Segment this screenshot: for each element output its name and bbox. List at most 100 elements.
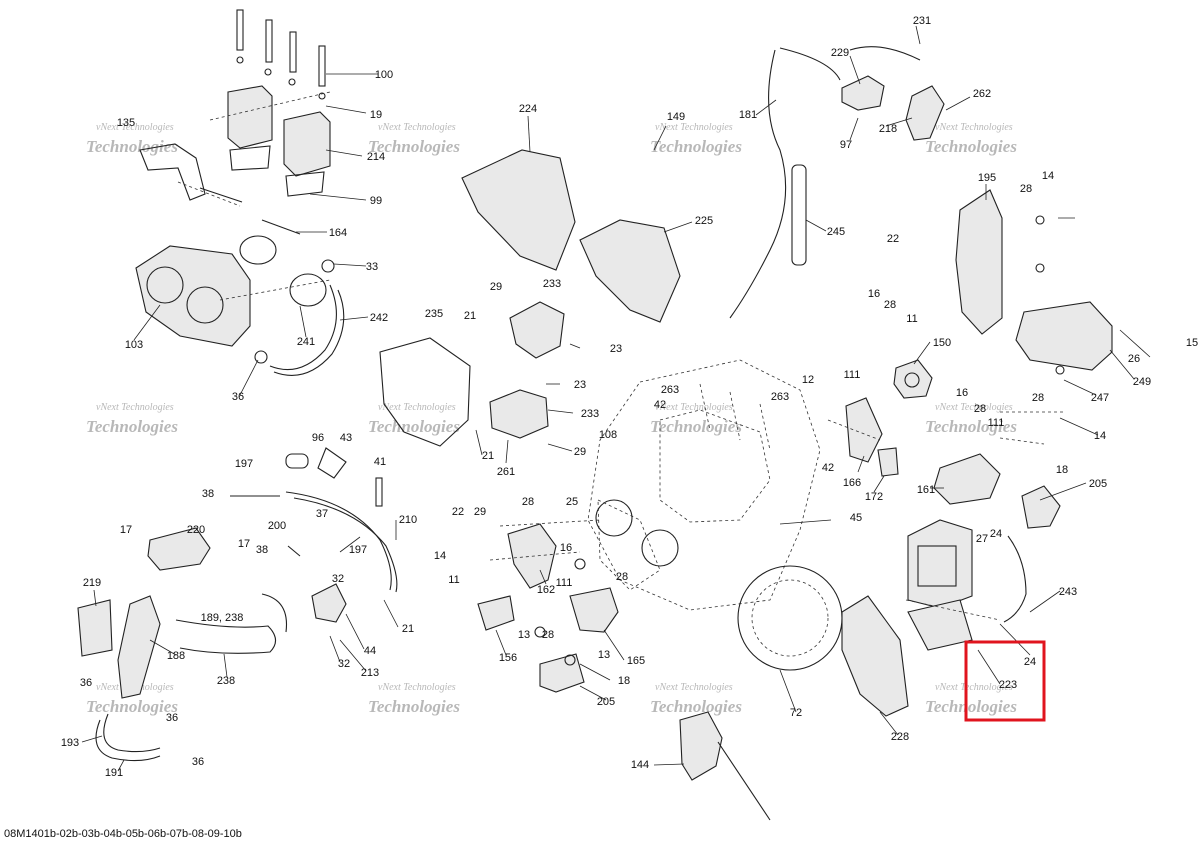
- callout-13[interactable]: 13: [518, 629, 530, 641]
- callout-103[interactable]: 103: [125, 339, 143, 351]
- callout-22[interactable]: 22: [452, 506, 464, 518]
- callout-166[interactable]: 166: [843, 477, 861, 489]
- callout-241[interactable]: 241: [297, 336, 315, 348]
- callout-21[interactable]: 21: [464, 310, 476, 322]
- callout-17[interactable]: 17: [238, 538, 250, 550]
- callout-191[interactable]: 191: [105, 767, 123, 779]
- callout-150[interactable]: 150: [933, 337, 951, 349]
- callout-16[interactable]: 16: [868, 288, 880, 300]
- callout-28[interactable]: 28: [542, 629, 554, 641]
- callout-224[interactable]: 224: [519, 103, 537, 115]
- callout-12[interactable]: 12: [802, 374, 814, 386]
- callout-231[interactable]: 231: [913, 15, 931, 27]
- callout-228[interactable]: 228: [891, 731, 909, 743]
- callout-18[interactable]: 18: [1056, 464, 1068, 476]
- callout-247[interactable]: 247: [1091, 392, 1109, 404]
- callout-149[interactable]: 149: [667, 111, 685, 123]
- callout-37[interactable]: 37: [316, 508, 328, 520]
- callout-16[interactable]: 16: [560, 542, 572, 554]
- callout-233[interactable]: 233: [543, 278, 561, 290]
- callout-233[interactable]: 233: [581, 408, 599, 420]
- callout-225[interactable]: 225: [695, 215, 713, 227]
- callout-29[interactable]: 29: [490, 281, 502, 293]
- callout-205[interactable]: 205: [1089, 478, 1107, 490]
- callout-144[interactable]: 144: [631, 759, 649, 771]
- callout-27[interactable]: 27: [976, 533, 988, 545]
- callout-38[interactable]: 38: [202, 488, 214, 500]
- callout-205[interactable]: 205: [597, 696, 615, 708]
- callout-165[interactable]: 165: [627, 655, 645, 667]
- callout-111[interactable]: 111: [844, 369, 861, 381]
- callout-26[interactable]: 26: [1128, 353, 1140, 365]
- callout-38[interactable]: 38: [256, 544, 268, 556]
- callout-188[interactable]: 188: [167, 650, 185, 662]
- callout-219[interactable]: 219: [83, 577, 101, 589]
- callout-28[interactable]: 28: [522, 496, 534, 508]
- callout-223-highlighted[interactable]: 223: [999, 679, 1017, 691]
- callout-72[interactable]: 72: [790, 707, 802, 719]
- callout-36[interactable]: 36: [80, 677, 92, 689]
- callout-229[interactable]: 229: [831, 47, 849, 59]
- callout-193[interactable]: 193: [61, 737, 79, 749]
- callout-262[interactable]: 262: [973, 88, 991, 100]
- callout-14[interactable]: 14: [1094, 430, 1106, 442]
- callout-43[interactable]: 43: [340, 432, 352, 444]
- callout-44[interactable]: 44: [364, 645, 376, 657]
- callout-25[interactable]: 25: [566, 496, 578, 508]
- callout-263[interactable]: 263: [661, 384, 679, 396]
- callout-15[interactable]: 15: [1186, 337, 1198, 349]
- callout-218[interactable]: 218: [879, 123, 897, 135]
- callout-245[interactable]: 245: [827, 226, 845, 238]
- callout-28[interactable]: 28: [616, 571, 628, 583]
- callout-195[interactable]: 195: [978, 172, 996, 184]
- callout-162[interactable]: 162: [537, 584, 555, 596]
- callout-164[interactable]: 164: [329, 227, 347, 239]
- callout-18[interactable]: 18: [618, 675, 630, 687]
- callout-249[interactable]: 249: [1133, 376, 1151, 388]
- callout-210[interactable]: 210: [399, 514, 417, 526]
- callout-42[interactable]: 42: [822, 462, 834, 474]
- callout-13[interactable]: 13: [598, 649, 610, 661]
- callout-172[interactable]: 172: [865, 491, 883, 503]
- callout-32[interactable]: 32: [332, 573, 344, 585]
- callout-111[interactable]: 111: [988, 417, 1005, 429]
- callout-189-238[interactable]: 189, 238: [201, 612, 244, 624]
- callout-23[interactable]: 23: [610, 343, 622, 355]
- callout-243[interactable]: 243: [1059, 586, 1077, 598]
- callout-156[interactable]: 156: [499, 652, 517, 664]
- callout-17[interactable]: 17: [120, 524, 132, 536]
- callout-100[interactable]: 100: [375, 69, 393, 81]
- callout-22[interactable]: 22: [887, 233, 899, 245]
- callout-33[interactable]: 33: [366, 261, 378, 273]
- callout-14[interactable]: 14: [434, 550, 446, 562]
- callout-238[interactable]: 238: [217, 675, 235, 687]
- callout-161[interactable]: 161: [917, 484, 935, 496]
- callout-21[interactable]: 21: [482, 450, 494, 462]
- callout-111[interactable]: 111: [556, 577, 573, 589]
- callout-41[interactable]: 41: [374, 456, 386, 468]
- callout-242[interactable]: 242: [370, 312, 388, 324]
- callout-23[interactable]: 23: [574, 379, 586, 391]
- callout-28[interactable]: 28: [884, 299, 896, 311]
- callout-16[interactable]: 16: [956, 387, 968, 399]
- callout-108[interactable]: 108: [599, 429, 617, 441]
- callout-36[interactable]: 36: [232, 391, 244, 403]
- callout-28[interactable]: 28: [1020, 183, 1032, 195]
- callout-97[interactable]: 97: [840, 139, 852, 151]
- callout-11[interactable]: 11: [906, 313, 917, 325]
- callout-220[interactable]: 220: [187, 524, 205, 536]
- callout-197[interactable]: 197: [235, 458, 253, 470]
- callout-96[interactable]: 96: [312, 432, 324, 444]
- callout-14[interactable]: 14: [1042, 170, 1054, 182]
- callout-261[interactable]: 261: [497, 466, 515, 478]
- callout-99[interactable]: 99: [370, 195, 382, 207]
- callout-213[interactable]: 213: [361, 667, 379, 679]
- callout-28[interactable]: 28: [1032, 392, 1044, 404]
- callout-135[interactable]: 135: [117, 117, 135, 129]
- callout-29[interactable]: 29: [474, 506, 486, 518]
- callout-36[interactable]: 36: [192, 756, 204, 768]
- callout-19[interactable]: 19: [370, 109, 382, 121]
- callout-197[interactable]: 197: [349, 544, 367, 556]
- callout-235[interactable]: 235: [425, 308, 443, 320]
- callout-200[interactable]: 200: [268, 520, 286, 532]
